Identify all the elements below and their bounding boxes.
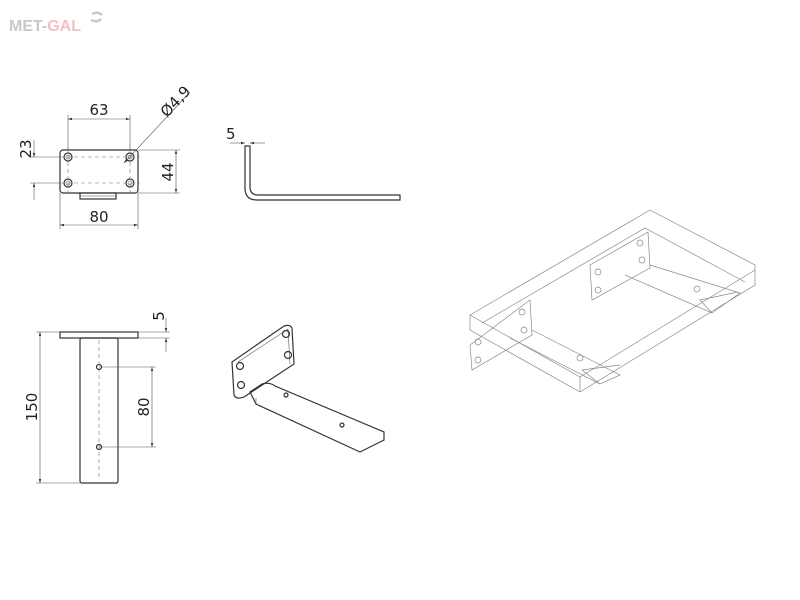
- front-view: 63 Ø4,9 23 44 80: [17, 82, 194, 229]
- svg-text:MET-GAL: MET-GAL: [9, 18, 81, 35]
- dim-80: 80: [89, 208, 108, 226]
- mounting-holes: [63, 152, 135, 188]
- dim-hole-diameter: Ø4,9: [157, 82, 194, 120]
- dim-thickness: 5: [226, 125, 236, 143]
- dim-44: 44: [159, 162, 177, 181]
- dim-5: 5: [150, 311, 168, 321]
- shelf-assembly: [469, 209, 756, 393]
- isometric-bracket: [231, 324, 385, 453]
- dim-150: 150: [23, 393, 41, 422]
- dim-80-holes: 80: [135, 397, 153, 416]
- logo-text-gal: GAL: [47, 18, 81, 35]
- logo-text-met: MET-: [9, 18, 47, 35]
- logo-swirl-icon: [90, 11, 103, 23]
- met-gal-logo: MET-GAL: [9, 11, 103, 35]
- top-view: 150 80 5: [23, 311, 170, 484]
- side-view: 5: [226, 125, 401, 201]
- assembly-bolts: [474, 239, 701, 364]
- dim-23: 23: [17, 139, 35, 158]
- dim-63: 63: [89, 101, 108, 119]
